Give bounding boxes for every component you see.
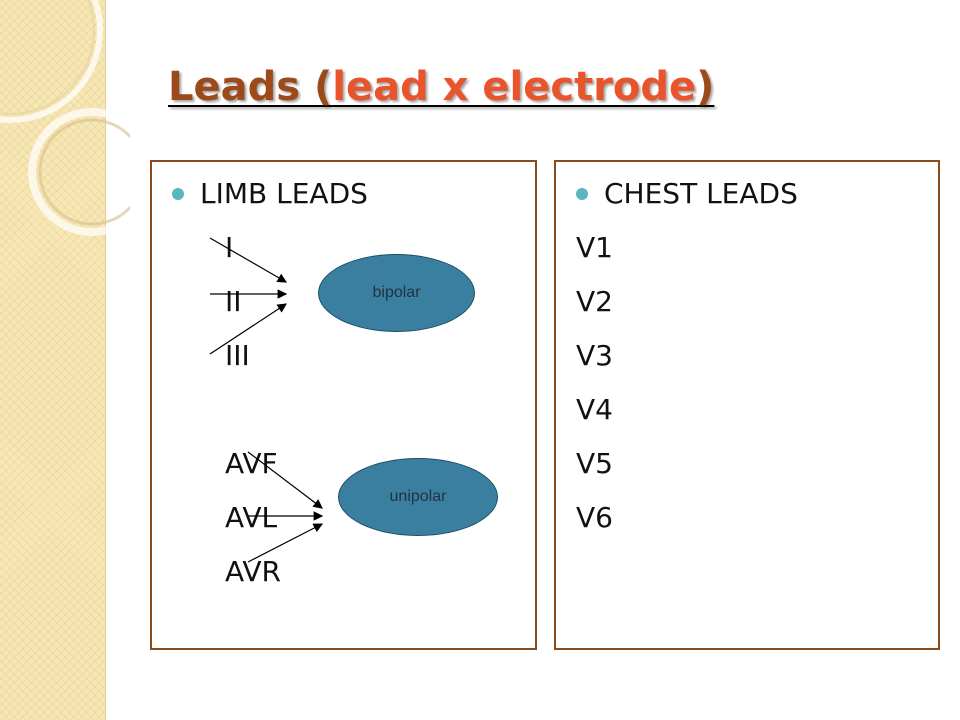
bipolar-oval: bipolar [318,254,475,332]
lead-item-v2: V2 [576,285,613,318]
lead-item-v5: V5 [576,447,613,480]
arrow-line-avf [247,451,323,509]
arrow-line-avr [247,523,324,563]
limb-leads-panel: LIMB LEADS I II III AVF AVL AVR bipolar … [150,160,537,650]
bullet-icon [172,188,184,200]
lead-item-avf: AVF [225,447,278,480]
unipolar-label: unipolar [389,488,447,505]
unipolar-oval: unipolar [338,458,498,536]
limb-leads-heading: LIMB LEADS [152,167,535,221]
chest-leads-list: CHEST LEADS V1 V2 V3 V4 V5 V6 [556,167,938,545]
lead-item-v6: V6 [576,501,613,534]
limb-leads-list: LIMB LEADS I II III AVF AVL AVR [152,167,535,599]
arrow-line-i [209,237,288,283]
title-close-paren: ) [696,64,715,110]
limb-leads-heading-text: LIMB LEADS [200,177,368,210]
lead-arrows [209,237,324,563]
lead-item-2: II [225,285,242,318]
bipolar-label: bipolar [372,284,421,301]
chest-leads-panel: CHEST LEADS V1 V2 V3 V4 V5 V6 [554,160,940,650]
lead-item-v4: V4 [576,393,613,426]
chest-leads-heading: CHEST LEADS [556,167,938,221]
lead-item-3: III [225,339,250,372]
bullet-icon [576,188,588,200]
lead-item-1: I [225,231,234,264]
title-lead-x-electrode: lead x electrode [332,64,697,110]
lead-item-v1: V1 [576,231,613,264]
lead-item-avl: AVL [225,501,278,534]
slide-title: Leads (lead x electrode) [168,64,714,110]
arrow-line-iii [209,303,288,355]
lead-item-v3: V3 [576,339,613,372]
chest-leads-heading-text: CHEST LEADS [604,177,798,210]
lead-item-avr: AVR [225,555,281,588]
decorative-rings [0,0,130,236]
title-leads: Leads ( [168,64,333,110]
